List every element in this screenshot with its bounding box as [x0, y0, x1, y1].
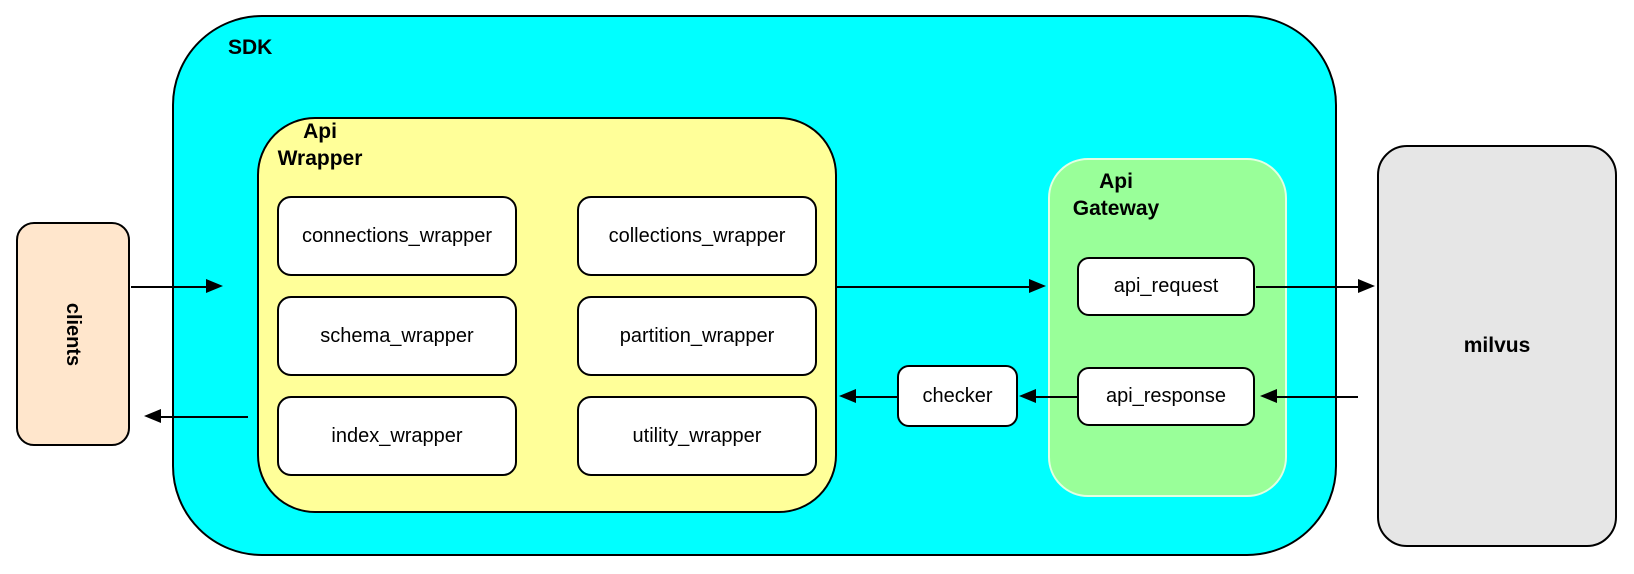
index-wrapper-label: index_wrapper	[331, 424, 463, 447]
milvus-label: milvus	[1463, 334, 1531, 357]
api-request-box: api_request	[1077, 257, 1255, 316]
api-request-label: api_request	[1113, 275, 1219, 297]
utility-wrapper-label: utility_wrapper	[632, 424, 762, 447]
arrow-head-right-icon	[206, 279, 223, 293]
arrow-line	[1256, 286, 1359, 288]
arrow-head-left-icon	[1260, 389, 1277, 403]
api-response-box: api_response	[1077, 367, 1255, 426]
connections-wrapper-box: connections_wrapper	[277, 196, 517, 276]
arrow-head-left-icon	[144, 409, 161, 423]
index-wrapper-box: index_wrapper	[277, 396, 517, 476]
arrow-head-left-icon	[839, 389, 856, 403]
arrow-head-right-icon	[1029, 279, 1046, 293]
connections-wrapper-label: connections_wrapper	[301, 224, 493, 247]
arrow-head-left-icon	[1019, 389, 1036, 403]
sdk-label: SDK	[228, 36, 273, 59]
clients-box: clients	[16, 222, 130, 446]
checker-label: checker	[922, 384, 993, 407]
schema-wrapper-box: schema_wrapper	[277, 296, 517, 376]
utility-wrapper-box: utility_wrapper	[577, 396, 817, 476]
arrow-line	[131, 286, 207, 288]
api-response-label: api_response	[1105, 385, 1227, 407]
collections-wrapper-label: collections_wrapper	[608, 224, 786, 247]
checker-box: checker	[897, 365, 1018, 427]
arrow-line	[1276, 396, 1358, 398]
collections-wrapper-box: collections_wrapper	[577, 196, 817, 276]
api-wrapper-label: Api Wrapper	[277, 120, 363, 170]
arrow-line	[836, 286, 1030, 288]
partition-wrapper-box: partition_wrapper	[577, 296, 817, 376]
arrow-line	[160, 416, 248, 418]
arrow-line	[855, 396, 897, 398]
arrow-head-right-icon	[1358, 279, 1375, 293]
api-gateway-label: Api Gateway	[1072, 170, 1160, 220]
partition-wrapper-label: partition_wrapper	[619, 324, 775, 347]
api-gateway-container	[1048, 158, 1287, 497]
clients-label: clients	[62, 302, 85, 366]
schema-wrapper-label: schema_wrapper	[320, 324, 474, 347]
milvus-box: milvus	[1377, 145, 1617, 547]
arrow-line	[1035, 396, 1077, 398]
